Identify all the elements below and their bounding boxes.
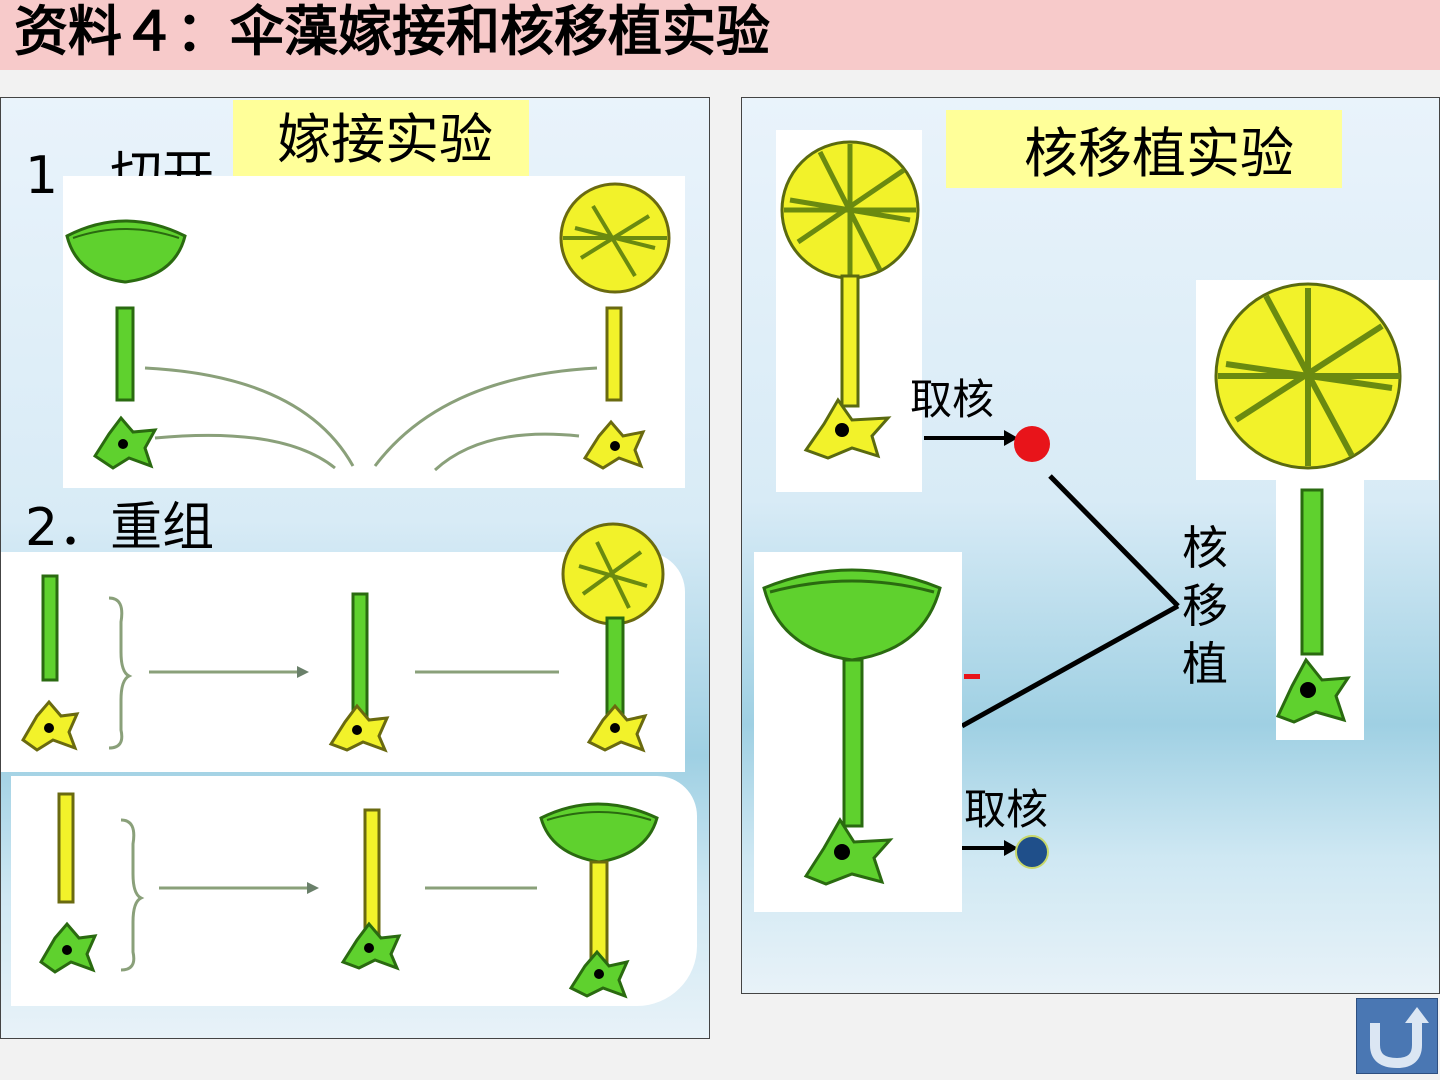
remove-nucleus-top: 取核: [910, 375, 995, 424]
recombine-diagram-a: [1, 522, 685, 772]
green-stalk-icon: [115, 306, 135, 402]
transplant-label-box: [946, 110, 1342, 188]
remove-nucleus-bottom: 取核: [964, 785, 1049, 834]
transplant-label: 核移植实验: [1024, 122, 1294, 185]
yellow-plant-card: [776, 130, 922, 492]
cut-diagram: [63, 176, 685, 488]
recombine-diagram-b: [11, 776, 697, 1006]
result-stalk-card: [1275, 480, 1364, 740]
recombine-a-art: [21, 522, 665, 753]
result-cap-card: [1196, 280, 1438, 480]
recombine-b-art: [39, 792, 659, 999]
cut-diagram-art: [65, 182, 671, 472]
transplant-char-1: 核: [1182, 521, 1228, 575]
page-title: 资料４：伞藻嫁接和核移植实验: [14, 0, 770, 63]
transplant-char-3: 植: [1182, 637, 1228, 691]
transplant-connectors: [924, 426, 1180, 869]
result-cap-art: [1214, 282, 1402, 470]
title-bar: 资料４：伞藻嫁接和核移植实验: [0, 0, 1440, 70]
result-stalk-art: [1275, 488, 1351, 724]
yellow-stalk-icon: [605, 306, 623, 402]
green-plant-art: [762, 568, 942, 886]
green-plant-card: [754, 552, 962, 912]
transplant-panel: 核移植实验 取核 核 移 植 取核: [741, 97, 1440, 994]
yellow-plant-art: [780, 140, 920, 460]
return-arrow-icon: [1370, 1007, 1429, 1069]
green-cap-icon: [65, 219, 187, 284]
red-nucleus-icon: [1014, 426, 1050, 462]
transplant-char-2: 移: [1182, 579, 1228, 633]
back-button[interactable]: [1356, 998, 1438, 1074]
blue-nucleus-icon: [1015, 835, 1049, 869]
grafting-label-box: [233, 100, 529, 176]
grafting-panel: 1．切开 嫁接实验 2．重组: [0, 97, 710, 1039]
grafting-label: 嫁接实验: [277, 108, 493, 171]
step2-text: 2．重组: [25, 498, 215, 558]
